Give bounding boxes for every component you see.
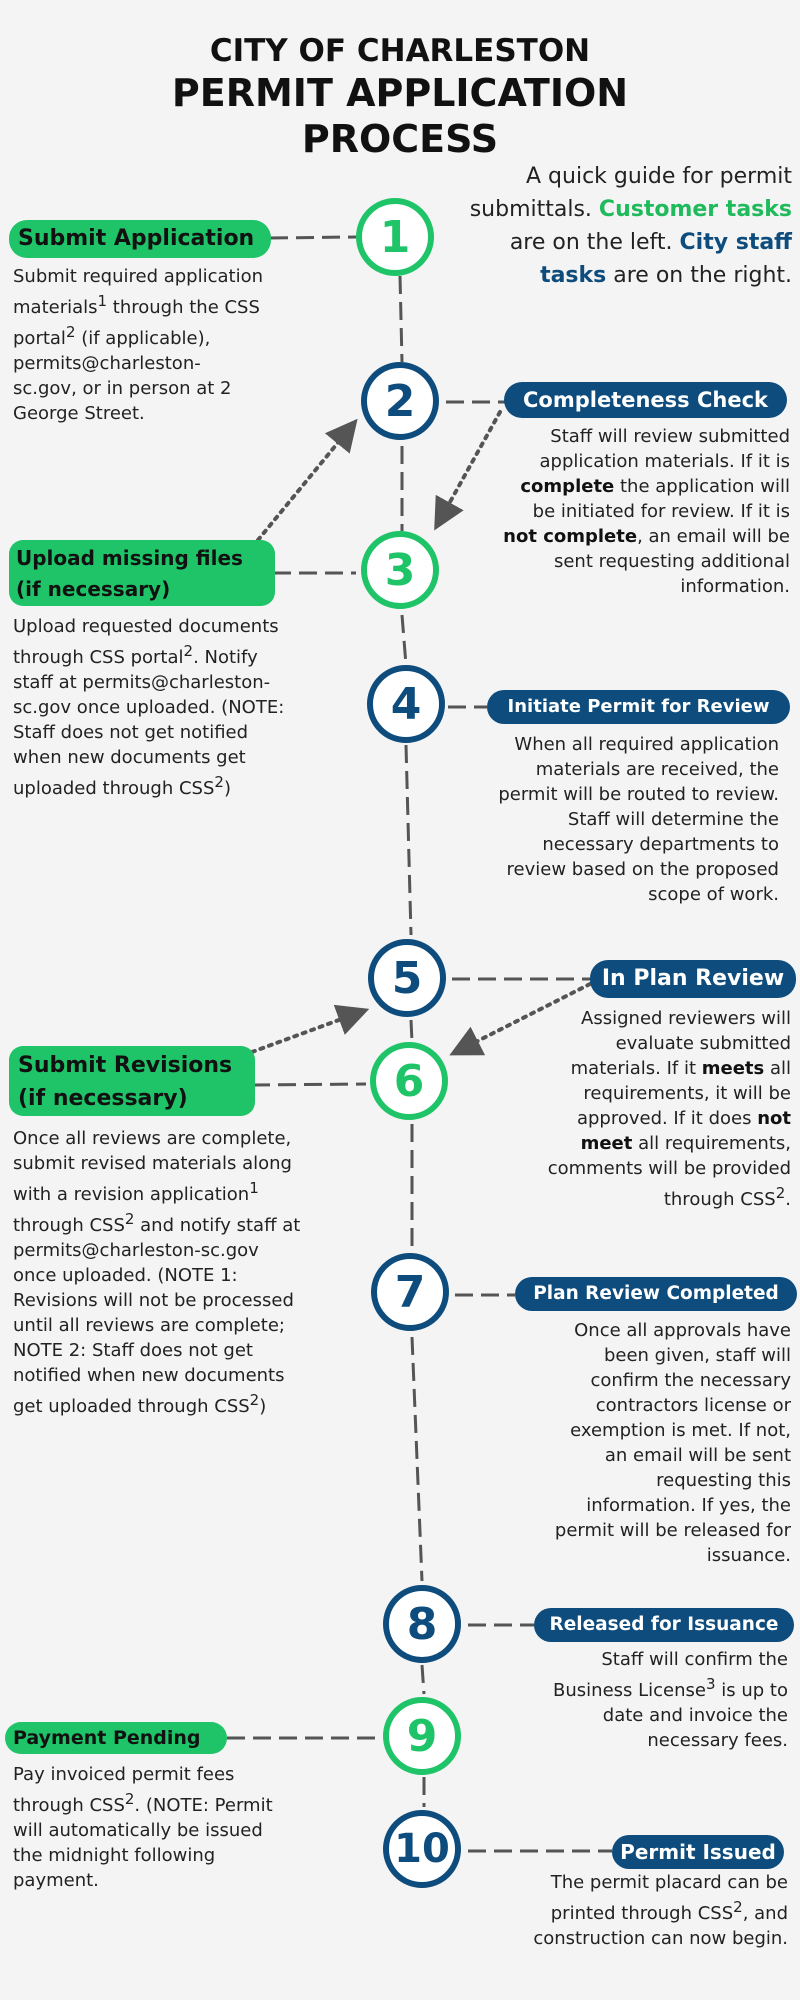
step-number: 2 <box>384 375 416 427</box>
plan-review-completed-label: Plan Review Completed <box>515 1277 797 1311</box>
payment-pending-label: Payment Pending <box>5 1722 227 1754</box>
plan-review-completed-description: Once all approvals have been given, staf… <box>554 1320 791 1566</box>
customer-tasks-legend: Customer tasks <box>598 197 792 222</box>
step-number: 3 <box>384 544 416 596</box>
released-for-issuance-description: Staff will confirm the Business License3… <box>553 1649 788 1751</box>
timeline-segment <box>398 275 404 363</box>
in-plan-review-label: In Plan Review <box>590 960 796 998</box>
step-3-circle: 3 <box>361 531 439 609</box>
step-number: 4 <box>390 678 422 730</box>
staff-tasks-legend: City staff tasks <box>540 230 792 288</box>
step-number: 5 <box>391 952 423 1004</box>
step-2-circle: 2 <box>361 362 439 440</box>
step-number: 1 <box>379 211 411 263</box>
step-number: 6 <box>393 1055 425 1107</box>
step-number: 7 <box>394 1266 426 1318</box>
completeness-check-description: Staff will review submitted application … <box>503 426 790 597</box>
title-line-1: PERMIT APPLICATION <box>171 71 629 115</box>
permit-issued-description: The permit placard can be printed throug… <box>533 1872 788 1949</box>
submit-revisions-label: Submit Revisions (if necessary) <box>9 1046 255 1116</box>
step-5-circle: 5 <box>368 939 446 1017</box>
step-1-circle: 1 <box>356 198 434 276</box>
intro-line: are on the right. <box>613 263 792 288</box>
timeline-segment <box>400 614 408 666</box>
permit-issued-label: Permit Issued <box>612 1835 784 1869</box>
timeline-segment <box>420 1664 426 1695</box>
initiate-permit-label: Initiate Permit for Review <box>487 690 790 724</box>
intro-text: A quick guide for permit submittals. Cus… <box>462 160 792 292</box>
step-7-circle: 7 <box>371 1253 449 1331</box>
step-4-circle: 4 <box>367 665 445 743</box>
connector-step6 <box>251 1082 367 1087</box>
connector-step1 <box>269 235 357 240</box>
timeline-segment <box>409 1019 414 1043</box>
step-number: 8 <box>406 1598 438 1650</box>
payment-pending-description: Pay invoiced permit fees through CSS2. (… <box>13 1764 273 1891</box>
intro-line: are on the left. <box>509 230 673 255</box>
loop-arrow-review-to-6 <box>449 982 592 1056</box>
page-title: PERMIT APPLICATION PROCESS <box>0 70 800 162</box>
city-heading: CITY OF CHARLESTON <box>209 33 591 69</box>
loop-arrow-check-to-3 <box>434 410 502 531</box>
timeline-segment <box>404 744 413 936</box>
initiate-permit-description: When all required application materials … <box>498 734 779 905</box>
step-number: 10 <box>394 1826 450 1872</box>
step-6-circle: 6 <box>370 1042 448 1120</box>
submit-revisions-description: Once all reviews are complete, submit re… <box>13 1128 301 1417</box>
timeline-segment <box>410 1336 424 1582</box>
upload-missing-files-description: Upload requested documents through CSS p… <box>13 616 285 799</box>
loop-arrow-revisions-to-5 <box>250 1004 370 1054</box>
submit-application-description: Submit required application materials1 t… <box>13 266 264 424</box>
upload-missing-files-label: Upload missing files (if necessary) <box>9 540 275 606</box>
step-8-circle: 8 <box>383 1585 461 1663</box>
in-plan-review-description: Assigned reviewers will evaluate submitt… <box>547 1008 791 1210</box>
step-10-circle: 10 <box>383 1810 461 1888</box>
submit-application-label: Submit Application <box>9 220 271 258</box>
step-number: 9 <box>406 1710 438 1762</box>
loop-arrow-upload-to-2 <box>256 418 358 542</box>
intro-line: A quick guide for permit submittals. <box>469 164 792 222</box>
released-for-issuance-label: Released for Issuance <box>534 1608 794 1642</box>
completeness-check-label: Completeness Check <box>504 382 787 418</box>
title-line-2: PROCESS <box>301 117 499 161</box>
step-9-circle: 9 <box>383 1697 461 1775</box>
